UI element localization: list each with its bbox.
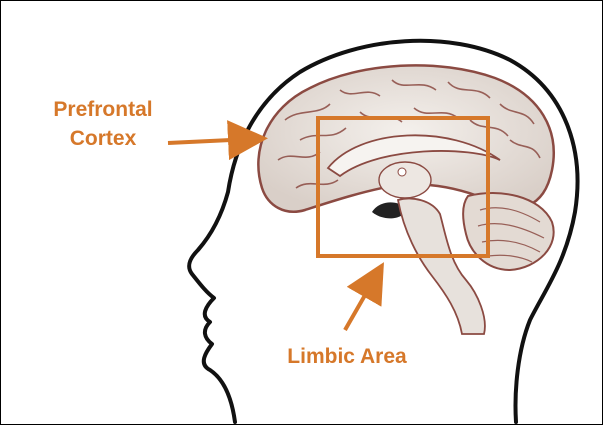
- pineal: [398, 168, 406, 176]
- limbic-arrow: [345, 276, 376, 330]
- prefrontal-arrow: [168, 139, 252, 143]
- limbic-area-label: Limbic Area: [267, 342, 427, 371]
- cerebellum: [463, 193, 553, 270]
- prefrontal-label-line2: Cortex: [28, 124, 178, 153]
- thalamus: [379, 162, 431, 198]
- prefrontal-label-line1: Prefrontal: [28, 95, 178, 124]
- prefrontal-cortex-label: Prefrontal Cortex: [28, 95, 178, 153]
